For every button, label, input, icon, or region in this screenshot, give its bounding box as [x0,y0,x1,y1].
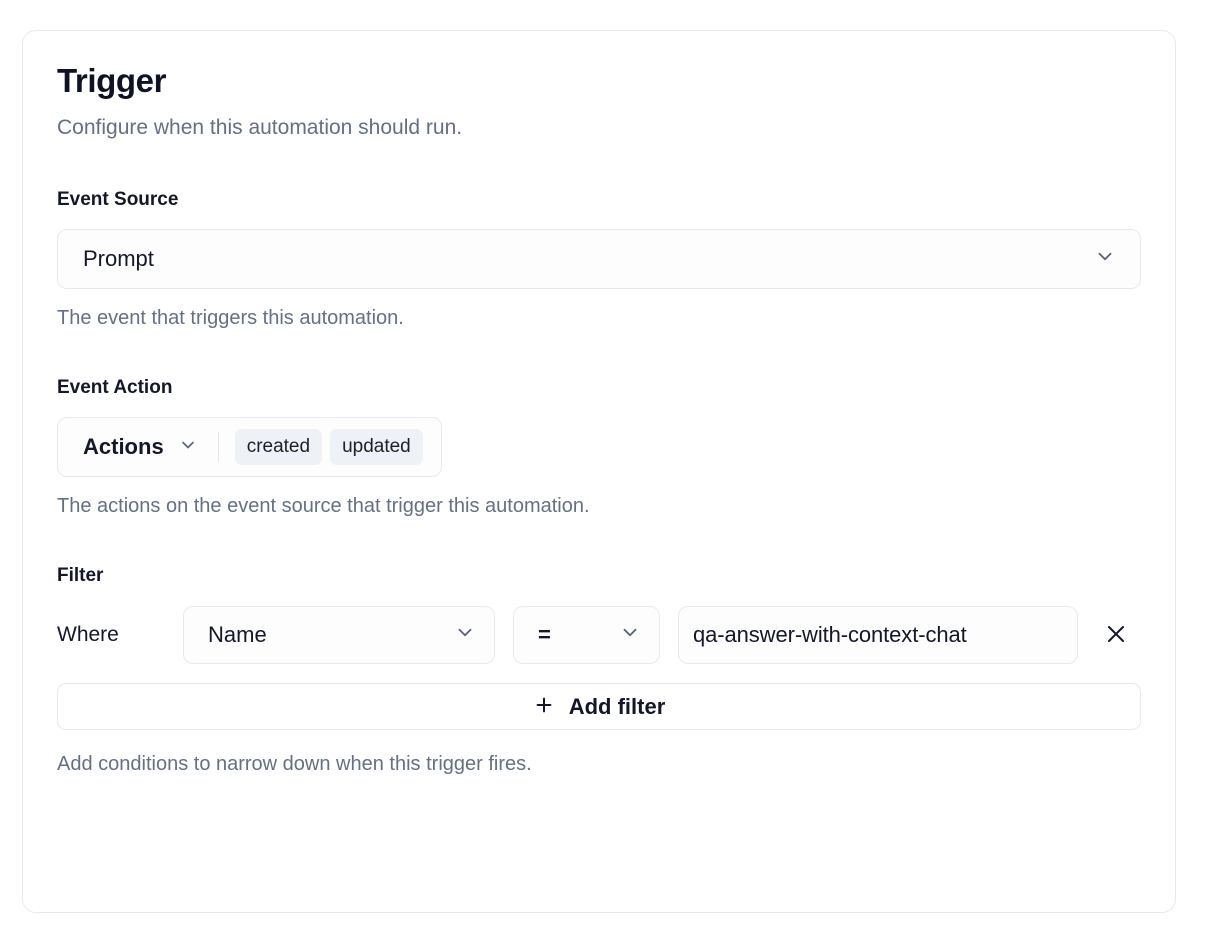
filter-field-value: Name [208,622,267,647]
filter-label: Filter [57,565,104,586]
event-action-help: The actions on the event source that tri… [57,495,590,517]
filter-value-input[interactable]: qa-answer-with-context-chat [678,606,1078,664]
event-action-combo[interactable]: Actions created updated [57,417,442,477]
remove-filter-button[interactable] [1096,615,1136,655]
event-action-section: Event Action Actions created updated The… [57,376,1141,519]
filter-row: Where Name = qa-answer-with-cont [57,606,1141,664]
event-action-label: Event Action [57,377,173,398]
chevron-down-icon [178,435,198,460]
event-source-value: Prompt [83,246,154,271]
filter-help: Add conditions to narrow down when this … [57,753,532,775]
event-action-chip[interactable]: updated [330,429,423,465]
add-filter-label: Add filter [568,693,666,719]
event-source-label: Event Source [57,189,179,210]
filter-section: Filter Where Name = [57,564,1141,777]
chevron-down-icon [1094,246,1116,273]
add-filter-button[interactable]: Add filter [57,683,1141,730]
filter-value-text: qa-answer-with-context-chat [693,622,967,647]
event-action-chip[interactable]: created [234,429,323,465]
filter-operator-value: = [538,622,551,647]
chevron-down-icon [619,622,641,649]
where-label: Where [57,623,119,646]
trigger-card: Trigger Configure when this automation s… [22,30,1176,913]
page-title: Trigger [57,62,167,99]
plus-icon [533,694,555,719]
filter-field-select[interactable]: Name [183,606,495,664]
event-source-help: The event that triggers this automation. [57,307,404,329]
event-source-section: Event Source Prompt The event that trigg… [57,188,1141,331]
combo-divider [217,432,219,462]
close-icon [1104,622,1128,649]
chevron-down-icon [454,622,476,649]
event-action-combo-label: Actions [83,434,164,459]
page-subtitle: Configure when this automation should ru… [57,116,463,139]
filter-operator-select[interactable]: = [513,606,660,664]
event-source-select[interactable]: Prompt [57,229,1141,289]
